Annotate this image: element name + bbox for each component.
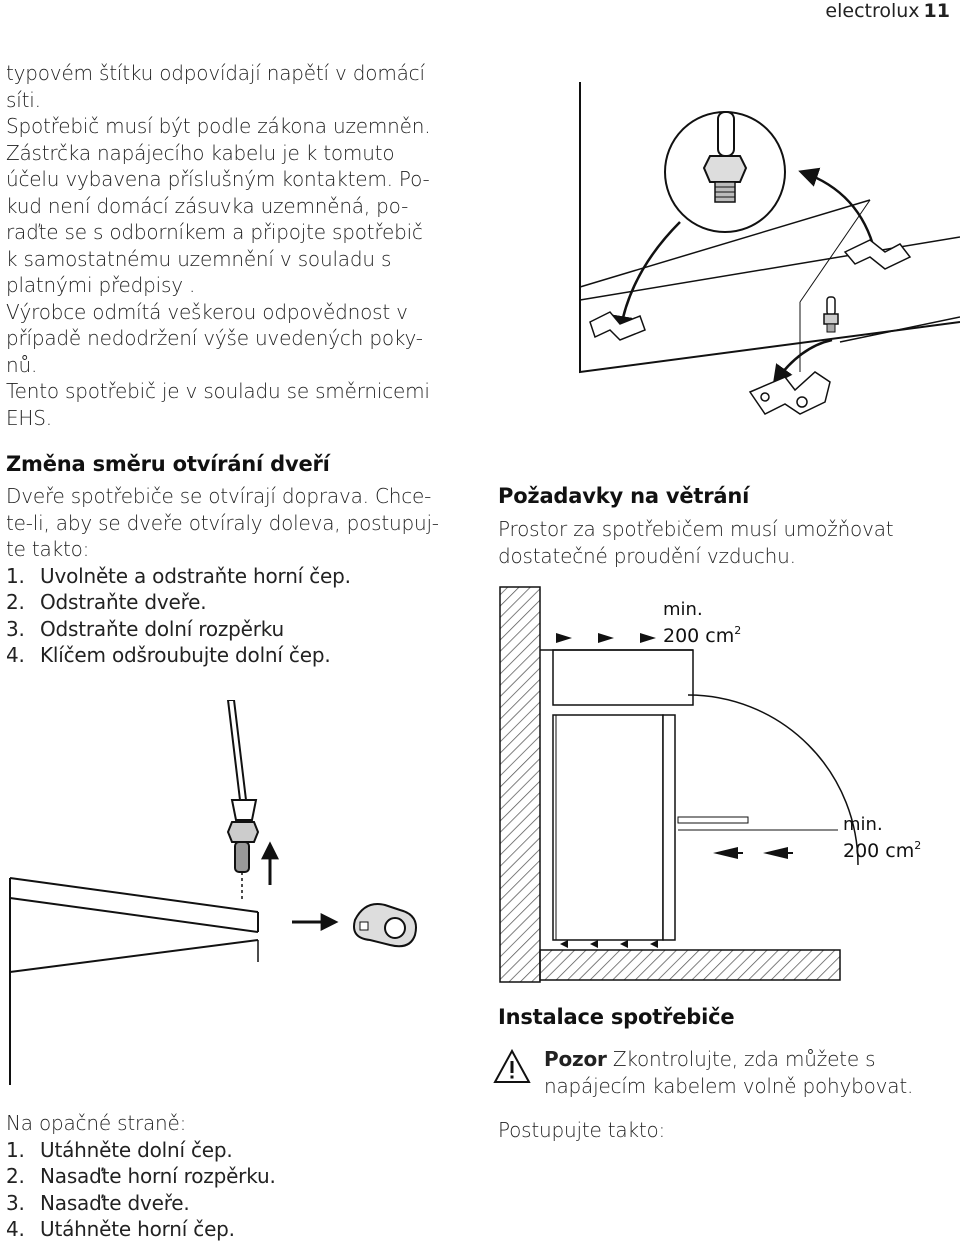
door-steps-list: 1.Uvolněte a odstraňte horní čep. 2.Odst… bbox=[6, 563, 476, 669]
compliance-paragraph: Tento spotřebič je v souladu se směrnice… bbox=[6, 379, 430, 430]
brand-name: electrolux bbox=[825, 0, 920, 22]
warning-triangle-icon bbox=[493, 1048, 531, 1083]
hinge-pin-illustration bbox=[579, 82, 960, 415]
list-item: 1.Uvolněte a odstraňte horní čep. bbox=[6, 563, 351, 588]
grounding-paragraph: Spotřebič musí být podle zákona uzemněn.… bbox=[6, 114, 431, 297]
list-item: 4.Klíčem odšroubujte dolní čep. bbox=[6, 643, 331, 667]
list-item: 2.Nasaďte horní rozpěrku. bbox=[6, 1164, 276, 1188]
installation-heading: Instalace spotřebiče bbox=[498, 1005, 735, 1029]
reverse-section: Na opačné straně: 1.Utáhněte dolní čep. … bbox=[6, 1110, 476, 1243]
list-item: 1.Utáhněte dolní čep. bbox=[6, 1137, 233, 1162]
list-item: 2.Odstraňte dveře. bbox=[6, 590, 207, 614]
procedure-text: Postupujte takto: bbox=[498, 1118, 666, 1142]
ventilation-heading: Požadavky na větrání bbox=[498, 484, 750, 508]
door-reversal-section: Dveře spotřebiče se otvírají doprava. Ch… bbox=[6, 483, 476, 669]
reverse-heading: Na opačné straně: bbox=[6, 1111, 187, 1135]
pin-removal-illustration bbox=[9, 700, 417, 1085]
voltage-paragraph: typovém štítku odpovídají napětí v domác… bbox=[6, 61, 425, 112]
vent-label-bottom-line2: 200 cm2 bbox=[843, 839, 921, 862]
list-item: 3.Nasaďte dveře. bbox=[6, 1190, 190, 1215]
left-column-text: typovém štítku odpovídají napětí v domác… bbox=[6, 60, 476, 431]
vent-label-top-line1: min. bbox=[663, 599, 703, 620]
page-number: 11 bbox=[923, 0, 950, 22]
reverse-steps-list: 1.Utáhněte dolní čep. 2.Nasaďte horní ro… bbox=[6, 1137, 476, 1243]
liability-paragraph: Výrobce odmítá veškerou odpovědnost v př… bbox=[6, 299, 423, 377]
ventilation-diagram: min. 200 cm2 min. 200 cm2 bbox=[499, 586, 921, 983]
door-reversal-heading: Změna směru otvírání dveří bbox=[6, 452, 330, 476]
warning-text: Pozor Zkontrolujte, zda můžete s napájec… bbox=[544, 1047, 914, 1098]
door-intro: Dveře spotřebiče se otvírají doprava. Ch… bbox=[6, 484, 439, 561]
vent-label-top-line2: 200 cm2 bbox=[663, 624, 741, 647]
list-item: 4.Utáhněte horní čep. bbox=[6, 1217, 235, 1241]
warning-title: Pozor bbox=[544, 1047, 607, 1071]
list-item: 3.Odstraňte dolní rozpěrku bbox=[6, 616, 285, 641]
warning-block: Pozor Zkontrolujte, zda můžete s napájec… bbox=[492, 1046, 952, 1099]
vent-label-bottom-line1: min. bbox=[843, 814, 883, 835]
ventilation-text: Prostor za spotřebičem musí umožňovat do… bbox=[498, 517, 894, 568]
